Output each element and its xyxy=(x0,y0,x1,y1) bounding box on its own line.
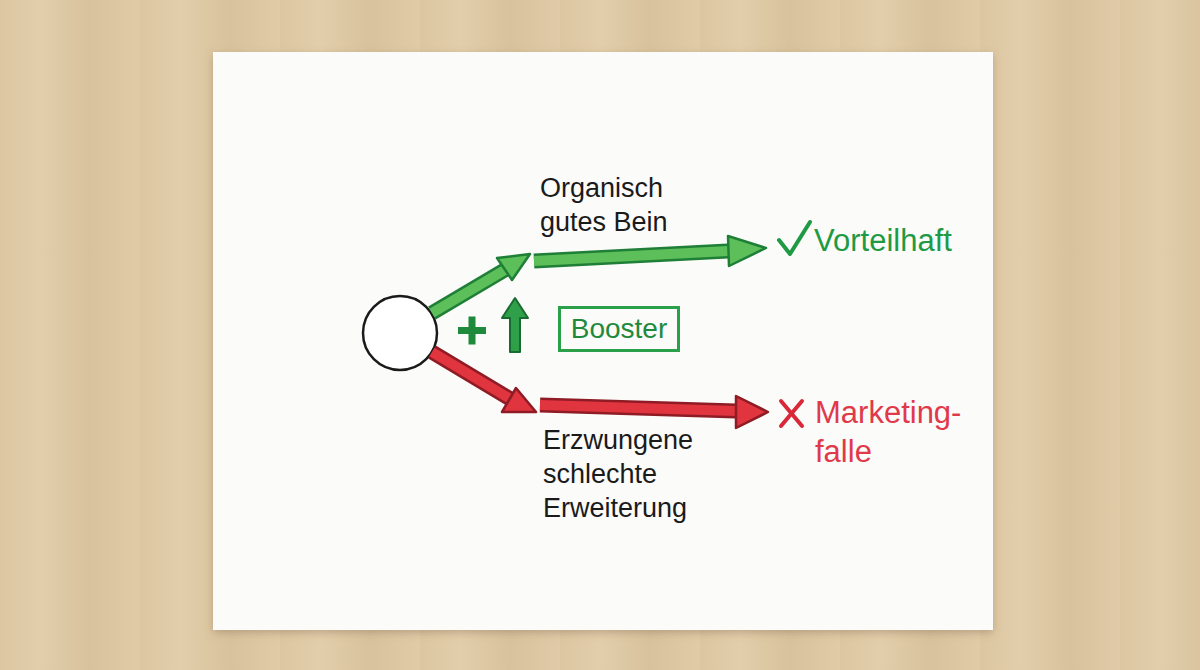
green-branch-arrow xyxy=(432,236,766,313)
red-branch-arrow xyxy=(432,352,768,428)
outcome-label: Marketing- falle xyxy=(815,394,980,472)
arrow-shaft xyxy=(432,352,512,400)
arrow-shaft-outline xyxy=(432,268,508,313)
arrow-shaft-outline xyxy=(534,251,728,261)
arrow-shaft xyxy=(540,405,736,411)
up-arrow-symbol xyxy=(502,298,528,352)
arrow-shaft-outline xyxy=(432,352,512,400)
arrow-shaft xyxy=(432,268,508,313)
arrow-head xyxy=(736,396,768,428)
outcome-label: Vorteilhaft xyxy=(814,222,989,261)
paper-card xyxy=(213,52,993,630)
arrow-head xyxy=(502,388,536,412)
arrow-head xyxy=(497,254,530,280)
arrow-head xyxy=(728,236,766,266)
box-text: Booster xyxy=(571,313,668,345)
arrow-shaft-outline xyxy=(540,405,736,411)
arrow-shaft xyxy=(534,251,728,261)
plus-symbol xyxy=(458,317,486,345)
start-circle xyxy=(363,296,437,370)
x-mark xyxy=(781,401,802,426)
branch-note: Erzwungene schlechte Erweiterung xyxy=(543,424,718,525)
check-mark xyxy=(779,222,810,254)
arrows xyxy=(432,236,768,428)
process-box: Booster xyxy=(558,306,681,352)
branch-note: Organisch gutes Bein xyxy=(540,172,710,240)
